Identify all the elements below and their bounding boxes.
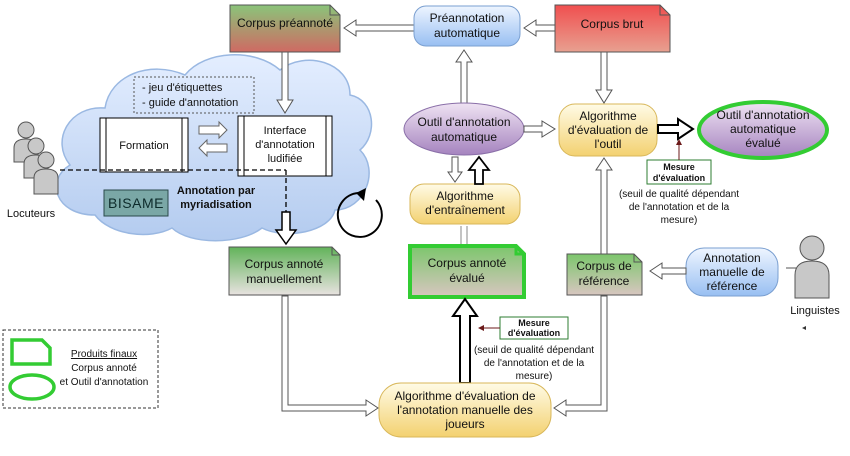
arrow-tool-to-preannot [455,49,473,105]
manual-corpus-label-1: Corpus annoté [245,257,324,271]
arrow-preannot-to-interface [276,51,294,114]
legend-tool-icon [8,373,56,401]
arrow-tool-to-eval [523,120,556,138]
tool-eval-algorithm-node: Algorithme d'évaluation de l'outil [558,103,658,157]
reference-corpus-label-2: référence [579,274,630,288]
manual-corpus-label-2: manuellement [246,272,322,286]
tool-measure-note-1: (seuil de qualité dépendant [619,189,739,200]
manual-reference-annotation-node: Annotation manuelle de référence [685,247,779,297]
evaluated-corpus-label-2: évalué [449,271,485,285]
formation-box: Formation [99,117,189,173]
evaluated-corpus-node: Corpus annoté évalué [408,244,526,299]
annotation-guidelines-box [133,76,255,114]
cycle-icon [336,188,383,238]
evaluated-tool-label-2: automatique [730,122,796,136]
tool-eval-label-2: d'évaluation de [568,123,649,137]
exchange-arrows [198,120,228,158]
auto-preannotation-label-1: Préannotation [430,11,505,25]
players-measure-note-3: mesure) [516,371,553,382]
auto-annotation-tool-node: Outil d'annotation automatique [403,102,525,156]
evaluated-tool-label-1: Outil d'annotation [716,108,809,122]
players-measure-note-2: de l'annotation et de la [484,358,585,369]
arrow-training-to-tool [467,155,491,185]
reference-corpus-label-1: Corpus de [576,259,632,273]
formation-label: Formation [119,140,169,152]
tool-measure-note-2: de l'annotation et de la [629,202,730,213]
players-eval-label-3: joueurs [444,417,484,431]
cloud-title-2: myriadisation [180,199,252,211]
arrow-to-manual-corpus [274,211,298,246]
players-measure-label-2: d'évaluation [508,328,560,338]
players-measure-box: Mesure d'évaluation [499,316,569,340]
line-evaluated-to-training [460,226,468,246]
raw-corpus-label: Corpus brut [581,17,644,31]
training-label-1: Algorithme [436,189,494,203]
preannotated-corpus-label: Corpus préannoté [237,16,333,30]
arrow-players-eval-to-evaluated-corpus [451,297,479,384]
linguists-icon [794,235,830,299]
players-eval-algorithm-node: Algorithme d'évaluation de l'annotation … [378,382,552,438]
arrow-preannot-to-corpus [343,19,415,37]
tool-measure-note-3: mesure) [661,215,698,226]
speakers-label: Locuteurs [7,208,56,220]
bisame-logo: BISAME [103,189,169,217]
bisame-text: BISAME [108,195,164,211]
arrow-tool-to-training [447,156,463,183]
manual-ref-label-1: Annotation [703,251,760,265]
tool-measure-label-1: Mesure [663,162,695,172]
arrow-manual-ref-to-reference [649,262,687,280]
arrow-reference-to-players-eval [553,295,608,417]
training-algorithm-node: Algorithme d'entraînement [409,183,521,225]
arrow-eval-to-evaluated-tool [657,117,695,141]
players-measure-label-1: Mesure [518,318,550,328]
arrow-raw-to-eval-tool [595,51,613,104]
legend-line-2: et Outil d'annotation [60,377,149,388]
training-label-2: d'entraînement [425,203,505,217]
small-marker [802,326,806,330]
evaluated-tool-label-3: évalué [745,136,781,150]
legend: Produits finaux Corpus annoté et Outil d… [2,329,159,409]
arrow-reference-to-eval-tool [595,157,613,255]
tool-eval-label-3: l'outil [595,137,622,151]
interface-label-2: d'annotation [255,139,315,151]
linguists-label: Linguistes [790,305,840,317]
notes-line-tagset: - jeu d'étiquettes [142,82,223,94]
players-eval-label-1: Algorithme d'évaluation de [394,389,535,403]
manual-ref-label-3: référence [707,279,758,293]
notes-line-guide: - guide d'annotation [142,97,238,109]
auto-annotation-tool-label-2: automatique [431,130,497,144]
auto-annotation-tool-label-1: Outil d'annotation [417,115,510,129]
interface-label-1: Interface [264,125,307,137]
evaluated-tool-node: Outil d'annotation automatique évalué [697,100,829,160]
manual-corpus-node: Corpus annoté manuellement [228,246,341,296]
tool-measure-box: Mesure d'évaluation [646,159,712,185]
auto-preannotation-label-2: automatique [434,26,500,40]
evaluated-corpus-label-1: Corpus annoté [428,256,507,270]
arrow-manual-corpus-to-players-eval [281,295,379,417]
auto-preannotation-node: Préannotation automatique [413,5,521,47]
interface-box: Interface d'annotation ludifiée [237,115,333,177]
players-eval-label-2: l'annotation manuelle des [397,403,533,417]
reference-corpus-node: Corpus de référence [566,253,643,296]
cloud-title-1: Annotation par [177,185,256,197]
speakers-icon [13,121,59,195]
raw-corpus-node: Corpus brut [554,4,671,53]
preannotated-corpus-node: Corpus préannoté [229,4,341,53]
legend-title: Produits finaux [71,349,137,360]
tool-eval-label-1: Algorithme [579,109,637,123]
players-measure-note-1: (seuil de qualité dépendant [474,345,594,356]
manual-ref-label-2: manuelle de [699,265,765,279]
interface-label-3: ludifiée [268,153,303,165]
legend-line-1: Corpus annoté [71,363,137,374]
arrow-raw-to-preannot [523,19,556,37]
tool-measure-label-2: d'évaluation [653,173,705,183]
legend-corpus-icon [10,338,52,366]
